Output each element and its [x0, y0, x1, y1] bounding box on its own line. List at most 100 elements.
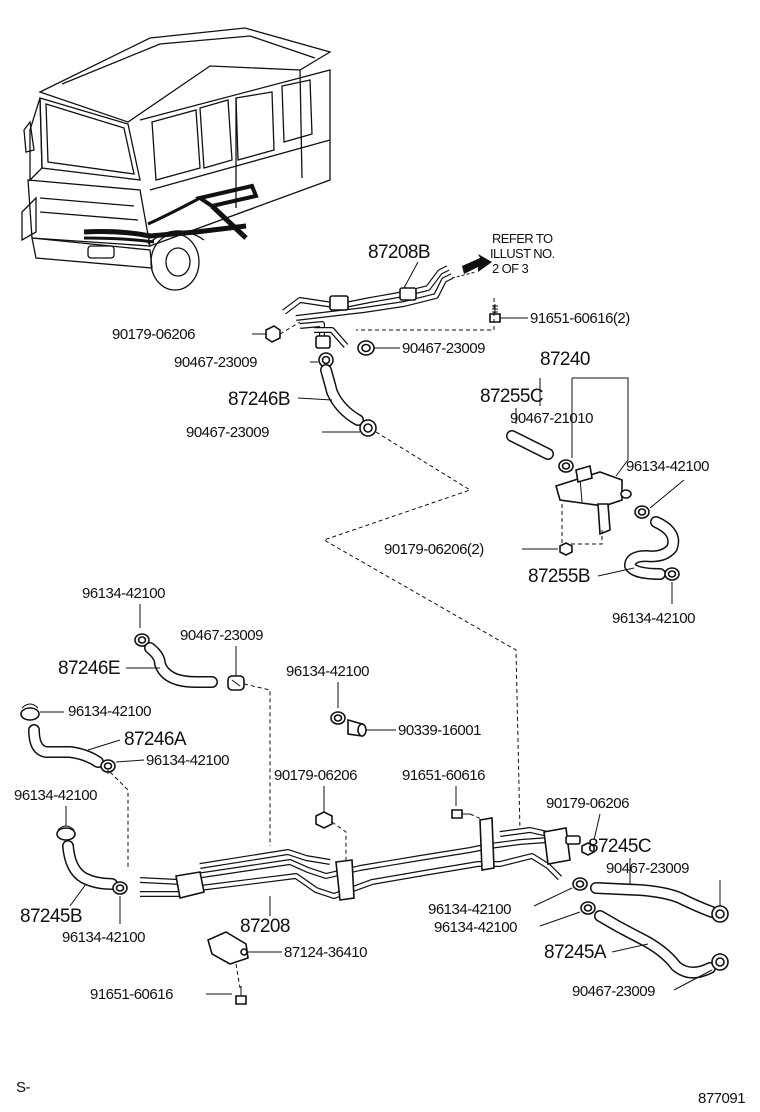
label-96134-42100-h: 96134-42100	[62, 929, 145, 946]
label-96134-42100-e: 96134-42100	[68, 703, 151, 720]
clamp-icon	[227, 675, 245, 691]
label-96134-42100-g: 96134-42100	[14, 787, 97, 804]
leader-87245B	[69, 883, 87, 907]
hose-87245C	[590, 882, 718, 918]
label-87208: 87208	[240, 916, 290, 937]
hose-87246B	[320, 364, 364, 426]
label-87245A: 87245A	[544, 942, 607, 963]
hose-87245A	[594, 910, 716, 979]
clamp-icon	[711, 953, 729, 971]
label-90467-23009-c: 90467-23009	[186, 424, 269, 441]
clamp-icon	[572, 877, 588, 891]
label-91651-60616-a: 91651-60616	[402, 767, 485, 784]
label-96134-42100-c: 96134-42100	[82, 585, 165, 602]
leader-dashed	[243, 683, 271, 846]
reference-arrow	[451, 254, 492, 279]
clamp-icon	[330, 711, 346, 725]
vehicle-illustration	[21, 27, 332, 291]
label-90179-06206-a: 90179-06206	[112, 326, 195, 343]
leader-87245A	[611, 943, 649, 953]
bolt-icon	[235, 986, 247, 1005]
clamp-icon	[664, 567, 680, 581]
hose-87246A	[28, 724, 104, 768]
leader-dashed	[561, 504, 603, 545]
leader-dashed	[279, 321, 301, 335]
leader-96134-42100-a	[649, 479, 685, 509]
leader-87246A	[87, 739, 121, 751]
label-87246A: 87246A	[124, 729, 187, 750]
label-87208B: 87208B	[368, 242, 430, 263]
plug-icon	[347, 718, 367, 737]
water-valve-87240	[555, 464, 632, 536]
label-96134-42100-i: 96134-42100	[428, 901, 511, 918]
clamp-icon	[558, 459, 574, 473]
hose-87255C	[506, 430, 554, 460]
leader-90467-23009-f	[673, 969, 713, 991]
leader-dashed	[356, 298, 495, 331]
reference-note-line1: REFER TO	[492, 231, 553, 246]
label-90467-23009-d: 90467-23009	[180, 627, 263, 644]
leader-87208B	[403, 261, 419, 289]
leader-96134-42100-i	[533, 887, 573, 907]
leader-87255B	[597, 567, 635, 577]
label-96134-42100-f: 96134-42100	[146, 752, 229, 769]
bracket-87124-36410	[207, 931, 249, 965]
clamp-icon	[711, 905, 729, 923]
clamp-icon	[580, 901, 596, 915]
label-90179-06206-c: 90179-06206	[546, 795, 629, 812]
nut-icon	[581, 842, 595, 856]
hose-87255B	[624, 516, 680, 580]
leader-96134-42100-j	[539, 911, 581, 927]
label-96134-42100-a: 96134-42100	[626, 458, 709, 475]
label-90467-21010: 90467-21010	[510, 410, 593, 427]
label-87245C: 87245C	[588, 836, 651, 857]
clamp-icon	[634, 505, 650, 519]
reference-note-line3: 2 OF 3	[492, 261, 529, 276]
corner-mark: S-	[16, 1079, 31, 1096]
label-91651-60616-2: 91651-60616(2)	[530, 310, 630, 327]
leader-87246B	[297, 397, 333, 401]
label-96134-42100-d: 96134-42100	[286, 663, 369, 680]
nut-icon	[559, 542, 573, 556]
hose-87246E	[144, 642, 218, 688]
label-90467-23009-e: 90467-23009	[606, 860, 689, 877]
clamp-icon	[56, 825, 76, 841]
leader-90179-06206-c	[593, 813, 601, 841]
leader-96134-42100-f	[115, 759, 145, 763]
pipe-assembly-87208	[139, 817, 581, 901]
connection-dashed	[322, 431, 521, 833]
leader-dashed	[107, 768, 129, 870]
label-90467-23009-b: 90467-23009	[174, 354, 257, 371]
nut-icon	[265, 325, 281, 343]
label-91651-60616-b: 91651-60616	[90, 986, 173, 1003]
leader-dashed	[331, 821, 347, 862]
clamp-icon	[112, 881, 128, 895]
label-87124-36410: 87124-36410	[284, 944, 367, 961]
label-90467-23009-a: 90467-23009	[402, 340, 485, 357]
leader-dashed	[235, 963, 241, 989]
label-90339-16001: 90339-16001	[398, 722, 481, 739]
clamp-icon	[359, 419, 377, 437]
hose-87245B	[62, 840, 118, 890]
leader-87240	[572, 377, 629, 477]
label-87246E: 87246E	[58, 658, 120, 679]
label-90179-06206-b: 90179-06206	[274, 767, 357, 784]
clamp-icon	[357, 340, 375, 356]
bolt-icon	[489, 304, 501, 323]
label-90179-06206-2: 90179-06206(2)	[384, 541, 484, 558]
figure-number: 877091	[698, 1090, 745, 1107]
label-87255C: 87255C	[480, 386, 543, 407]
pipe-assembly-87208B	[282, 265, 454, 349]
bolt-icon	[451, 809, 470, 819]
reference-note-line2: ILLUST NO.	[490, 246, 555, 261]
label-90467-23009-f: 90467-23009	[572, 983, 655, 1000]
label-87246B: 87246B	[228, 389, 290, 410]
label-87245B: 87245B	[20, 906, 82, 927]
clamp-icon	[20, 703, 40, 721]
label-96134-42100-j: 96134-42100	[434, 919, 517, 936]
label-96134-42100-b: 96134-42100	[612, 610, 695, 627]
label-87240: 87240	[540, 349, 590, 370]
label-87255B: 87255B	[528, 566, 590, 587]
clamp-icon	[134, 633, 150, 647]
